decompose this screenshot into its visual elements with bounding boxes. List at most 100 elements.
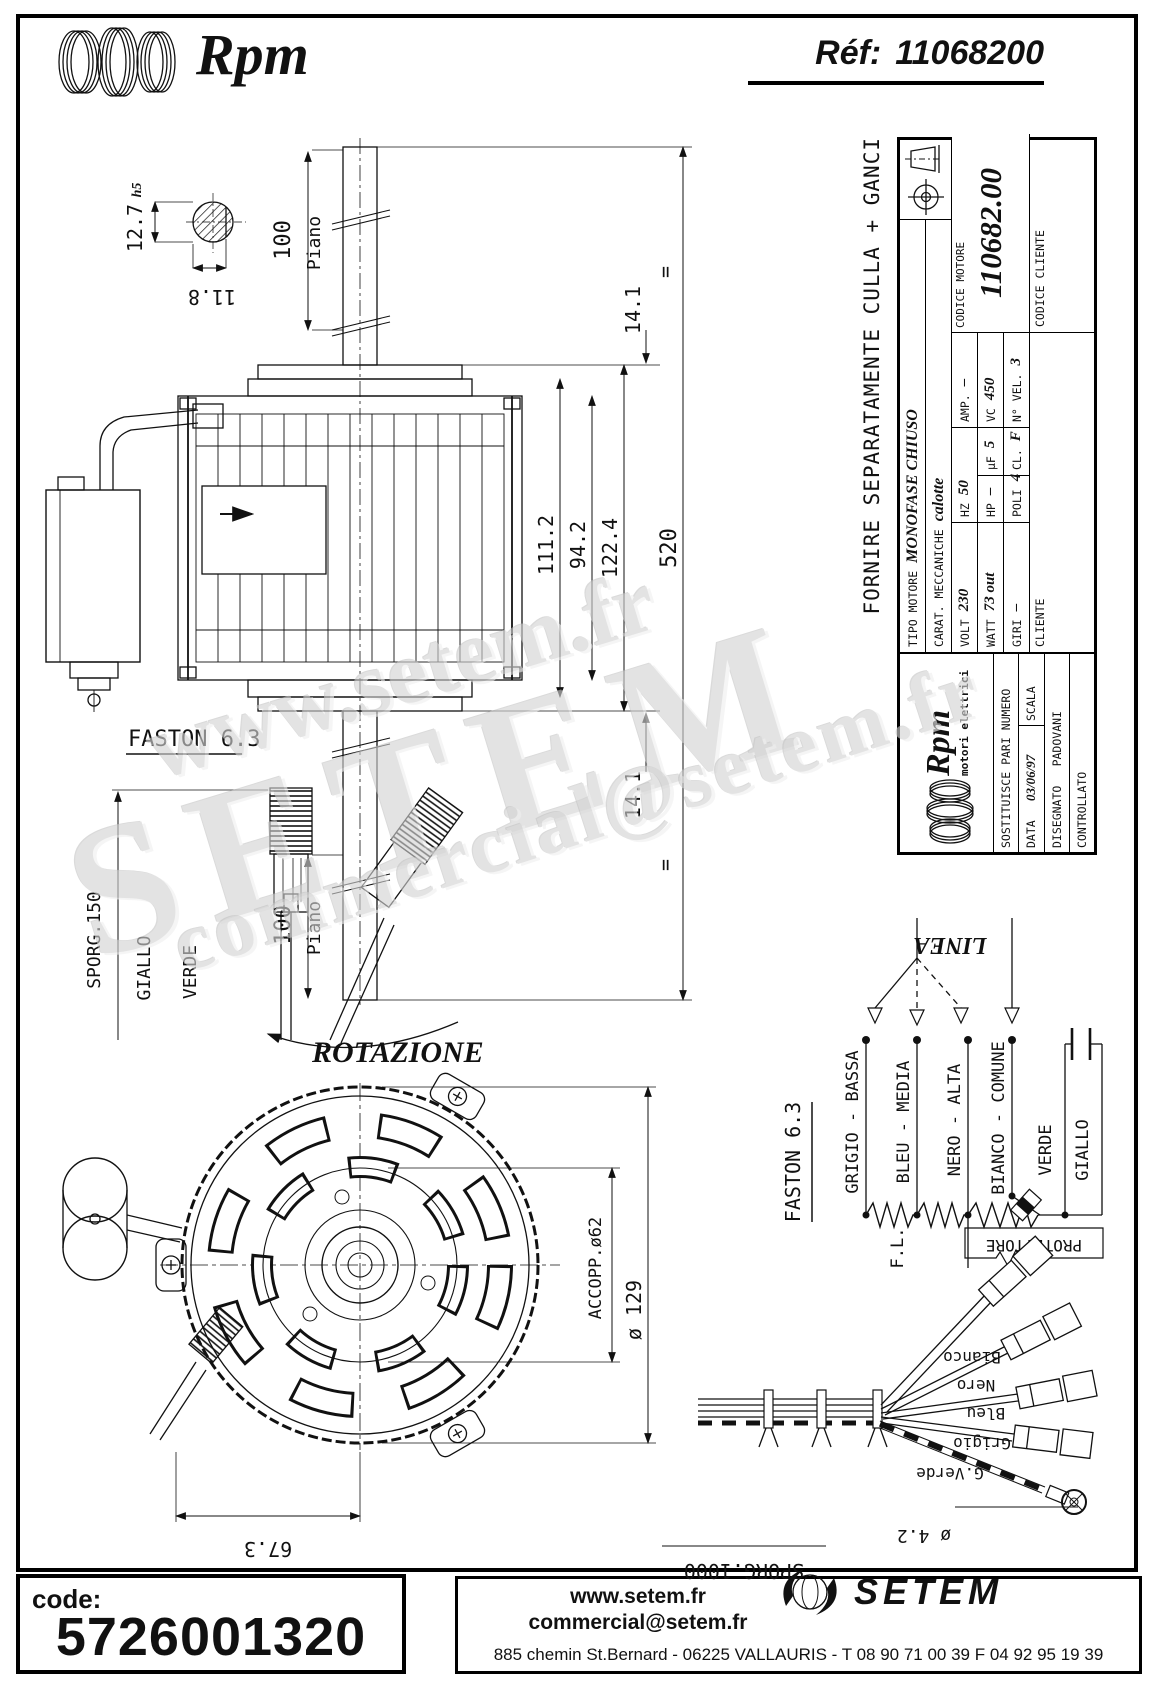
wire-giallo-label: GIALLO <box>134 935 155 1000</box>
cliente-label: CLIENTE <box>1033 598 1047 647</box>
code-box: code: 5726001320 <box>16 1574 406 1674</box>
dim-shaft-diameter: 12.7 <box>123 204 147 252</box>
bundle-nero-label: Nero <box>957 1376 996 1395</box>
setem-swoosh-icon <box>783 1569 837 1615</box>
footer-website: www.setem.fr <box>570 1585 706 1608</box>
motor-front-view <box>62 1072 560 1458</box>
carat-label: CARAT. MECCANICHE <box>931 529 946 647</box>
rpm-coils-icon-small <box>925 779 974 844</box>
bundle-sporg-label: SPORG.1000 <box>684 1559 804 1583</box>
bundle-grigio-label: Grigio <box>953 1434 1011 1453</box>
bundle-diameter-label: ø 4.2 <box>897 1525 951 1546</box>
nvel-value: 3 <box>1008 358 1024 366</box>
schematic-wire-grigio: GRIGIO - BASSA <box>843 1050 863 1193</box>
dim-sporg-150: SPORG.150 <box>84 891 105 989</box>
disegnato-value: PADOVANI <box>1049 711 1064 767</box>
linea-label: LINEA <box>913 932 987 958</box>
dim-111: 111.2 <box>534 515 558 575</box>
codice-cliente-label: CODICE CLIENTE <box>1033 230 1047 327</box>
title-block-brand-sub: motori elettrici <box>958 670 972 776</box>
watt-label: WATT <box>983 619 998 647</box>
schematic-giallo-label: GIALLO <box>1073 1119 1093 1180</box>
setem-logo-text: SETEM <box>854 1571 1003 1612</box>
codice-motore-value: 110682.00 <box>973 167 1008 299</box>
wire-bundle: Bianco Nero Bleu Grigio G.Verde ø 4.2 SP… <box>662 1235 1098 1583</box>
giri-label: GIRI <box>1009 619 1024 647</box>
vc-value: 450 <box>982 377 998 401</box>
hz-label: HZ <box>957 503 972 517</box>
hz-value: 50 <box>956 480 972 496</box>
hp-label: HP <box>983 503 998 517</box>
fornire-note: FORNIRE SEPARATAMENTE CULLA + GANCI <box>854 137 892 855</box>
bundle-gverde-label: G.Verde <box>916 1464 983 1483</box>
rotazione-label: ROTAZIONE <box>311 1036 484 1069</box>
controllato-label: CONTROLLATO <box>1074 771 1089 848</box>
dim-shaft-bottom-piano: Piano <box>304 901 325 955</box>
poli-label: POLI <box>1009 489 1024 517</box>
dim-shaft-flat: 11.8 <box>188 285 236 309</box>
cl-value: F <box>1008 431 1024 442</box>
footer-address: 885 chemin St.Bernard - 06225 VALLAURIS … <box>493 1645 1104 1664</box>
footer-contact-box: www.setem.fr commercial@setem.fr 885 che… <box>455 1576 1142 1674</box>
ref-label: Réf: <box>815 34 882 72</box>
schematic-wire-bleu: BLEU - MEDIA <box>894 1061 914 1184</box>
schematic-verde-label: VERDE <box>1036 1124 1056 1175</box>
wire-verde-label: VERDE <box>180 945 201 999</box>
tipo-motore-label: TIPO MOTORE <box>905 570 920 647</box>
tipo-motore-value: MONOFASE CHIUSO <box>903 409 921 563</box>
dim-equal-top: = <box>653 266 677 278</box>
bundle-bianco-label: Bianco <box>943 1348 1001 1367</box>
motor-side-view <box>45 138 523 1005</box>
dim-shaft-top-piano: Piano <box>304 216 325 270</box>
dim-122: 122.4 <box>598 518 622 578</box>
brand-logo-text: Rpm <box>196 22 309 87</box>
faston-connectors: FASTON 6.3 SPORG.150 GIALLO VERDE <box>84 727 464 1044</box>
reference-number: Réf: 11068200 <box>748 34 1044 85</box>
title-block: Rpm motori elettrici SOSTITUISCE PARI NU… <box>897 134 1097 855</box>
ref-value: 11068200 <box>895 34 1044 72</box>
title-block-brand: Rpm <box>920 709 958 776</box>
dim-67: 67.3 <box>244 1537 292 1561</box>
dim-equal-bottom: = <box>653 859 677 871</box>
dim-14-bottom: 14.1 <box>621 771 645 819</box>
watt-value: 73 out <box>982 572 998 612</box>
amp-value: – <box>956 378 972 387</box>
title-block-left: Rpm motori elettrici SOSTITUISCE PARI NU… <box>900 652 1094 852</box>
schematic-wire-bianco: BIANCO - COMUNE <box>989 1041 1009 1195</box>
amp-label: AMP. <box>957 394 972 422</box>
volt-label: VOLT <box>957 619 972 647</box>
dim-dia-129: ø 129 <box>622 1280 646 1340</box>
bundle-bleu-label: Bleu <box>967 1404 1006 1423</box>
page-border <box>16 14 1138 1572</box>
hanging-hook-icon <box>909 146 936 173</box>
code-value: 5726001320 <box>55 1607 367 1667</box>
schematic-wire-nero: NERO - ALTA <box>945 1064 965 1177</box>
hp-value: – <box>982 487 998 496</box>
schematic-fl-label: F.L. <box>888 1228 908 1269</box>
uf-value: 5 <box>982 440 998 449</box>
rpm-coils-icon <box>58 27 176 97</box>
rpm-logo-cell: Rpm motori elettrici <box>900 654 993 852</box>
scala-label: SCALA <box>1024 686 1039 721</box>
faston-label: FASTON 6.3 <box>128 727 260 752</box>
carat-value: calotte <box>929 477 947 522</box>
front-view-dimensions: ø 129 ACCOPP.ø62 67.3 <box>174 1085 656 1561</box>
giri-value: – <box>1008 603 1024 612</box>
code-label: code: <box>32 1584 102 1614</box>
footer-email: commercial@setem.fr <box>528 1611 748 1634</box>
vc-label: VC <box>983 408 998 422</box>
schematic-faston-label: FASTON 6.3 <box>781 1102 805 1222</box>
data-value: 03/06/97 <box>1023 754 1039 802</box>
wiring-schematic: LINEA GRIGIO - BASSA BLEU - MEDIA NERO -… <box>781 918 1104 1270</box>
side-view-dimensions: 100 Piano 12.7 h5 11.8 14.1 14.1 111.2 9… <box>123 145 692 1002</box>
dim-shaft-top-length: 100 <box>271 220 296 260</box>
setem-logo: SETEM <box>783 1569 1003 1615</box>
dim-14-top: 14.1 <box>621 286 645 334</box>
codice-motore-cell: CODICE MOTORE 110682.00 <box>952 134 1030 332</box>
nvel-label: N° VEL. <box>1009 373 1024 422</box>
volt-value: 230 <box>956 588 972 612</box>
fornire-note-text: FORNIRE SEPARATAMENTE CULLA + GANCI <box>860 137 884 615</box>
disegnato-label: DISEGNATO <box>1049 785 1064 848</box>
